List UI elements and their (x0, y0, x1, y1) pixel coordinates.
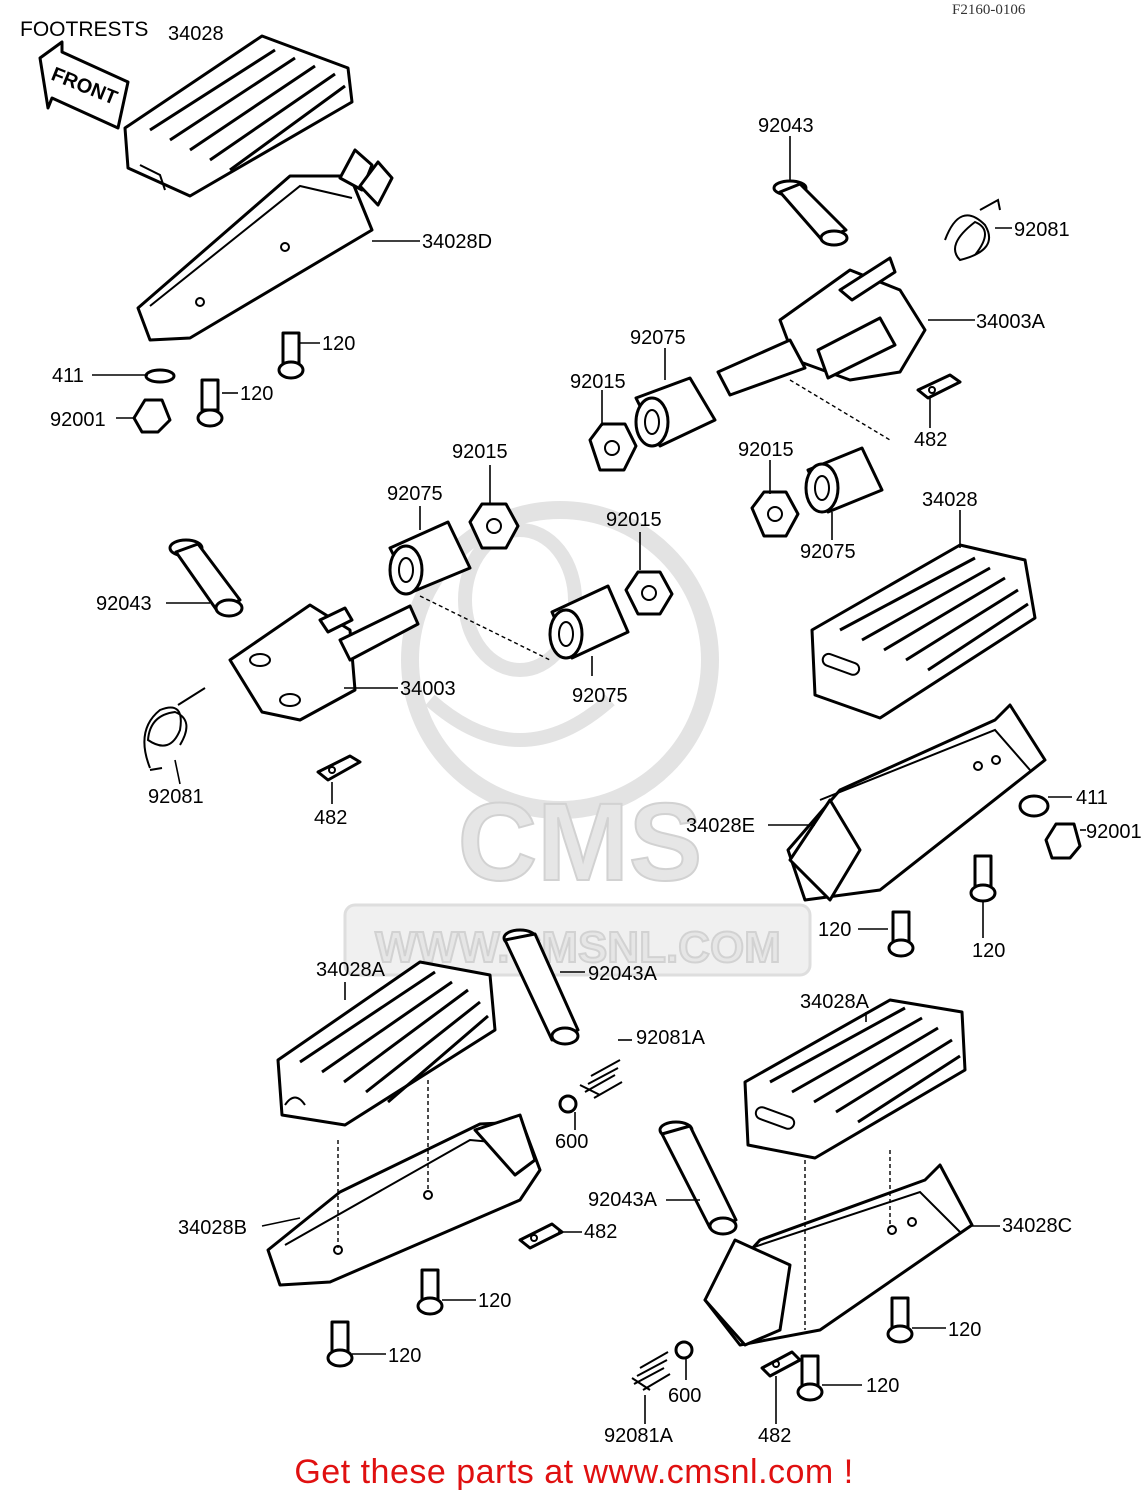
label-120-c: 120 (818, 919, 851, 941)
bolt-120-e (416, 1268, 444, 1316)
washer-411-a (144, 368, 176, 384)
label-120-a: 120 (322, 333, 355, 355)
clip-482-b (316, 754, 362, 782)
label-34028-top: 34028 (168, 23, 224, 45)
washer-411-b (1018, 794, 1050, 818)
nut-92015-c (468, 502, 520, 550)
label-120-f: 120 (388, 1345, 421, 1367)
nut-92015-d (624, 570, 674, 616)
label-92075-c: 92075 (387, 483, 443, 505)
clip-482-d (760, 1350, 802, 1378)
label-34028D: 34028D (422, 231, 492, 253)
spring-92081A-top (579, 1059, 623, 1099)
bushing-92075-c (388, 520, 472, 596)
label-92001-b: 92001 (1086, 821, 1142, 843)
ball-600-b (674, 1340, 694, 1360)
part-34028E-bracket (786, 703, 1047, 902)
label-92081A-bottom: 92081A (604, 1425, 674, 1447)
bolt-120-b (196, 378, 224, 428)
bolt-120-d (969, 854, 997, 903)
part-34028-right-rubber (810, 543, 1037, 720)
label-600-b: 600 (668, 1385, 701, 1407)
label-34003: 34003 (400, 678, 456, 700)
label-92075-a: 92075 (630, 327, 686, 349)
label-92015-a: 92015 (570, 371, 626, 393)
label-92015-d: 92015 (606, 509, 662, 531)
label-92015-c: 92015 (452, 441, 508, 463)
spring-92081-top (944, 198, 1001, 262)
label-34028A-left: 34028A (316, 959, 386, 981)
label-482-b: 482 (314, 807, 347, 829)
ball-600-a (558, 1094, 578, 1114)
part-34028B-bracket (266, 1080, 542, 1287)
nut-92015-a (588, 422, 638, 472)
nut-92001-a (132, 398, 172, 434)
clip-482-c (518, 1222, 564, 1250)
spring-92081A-bottom (631, 1351, 671, 1391)
label-34028-right: 34028 (922, 489, 978, 511)
part-34028A-right-rubber (743, 998, 967, 1160)
pin-92043-top (772, 179, 849, 247)
part-34028C-bracket (703, 1150, 974, 1347)
page-title: FOOTRESTS (20, 18, 148, 41)
label-92075-d: 92075 (572, 685, 628, 707)
label-34028A-right: 34028A (800, 991, 870, 1013)
label-92081-mid: 92081 (148, 786, 204, 808)
label-34028E: 34028E (686, 815, 755, 837)
clip-482-a (916, 373, 962, 400)
label-411-b: 411 (1076, 787, 1108, 809)
part-34028D-bracket (136, 148, 394, 342)
label-34028B: 34028B (178, 1217, 247, 1239)
nut-92015-b (750, 490, 800, 538)
watermark-logo-text: CMS (458, 781, 702, 904)
label-120-d: 120 (972, 940, 1005, 962)
bolt-120-a (277, 331, 305, 380)
label-482-c: 482 (584, 1221, 617, 1243)
label-120-b: 120 (240, 383, 273, 405)
label-92081A-top: 92081A (636, 1027, 706, 1049)
watermark-logo: CMS WWW.CMSNL.COM (343, 501, 812, 977)
label-120-h: 120 (866, 1375, 899, 1397)
label-600-a: 600 (555, 1131, 588, 1153)
label-92043A-top: 92043A (588, 963, 658, 985)
part-labels: 34028 34028D 120 120 411 92001 92043 920… (50, 23, 1142, 1447)
spring-92081-mid (143, 687, 206, 771)
shop-link-banner[interactable]: Get these parts at www.cmsnl.com ! (294, 1453, 854, 1491)
label-411-a: 411 (52, 365, 84, 387)
label-482-d: 482 (758, 1425, 791, 1447)
label-482-a: 482 (914, 429, 947, 451)
watermark-url-text: WWW.CMSNL.COM (375, 923, 781, 972)
diagram-code: F2160-0106 (952, 2, 1026, 18)
pin-92043A-top (502, 928, 580, 1046)
label-120-e: 120 (478, 1290, 511, 1312)
label-34028C: 34028C (1002, 1215, 1072, 1237)
label-92001-a: 92001 (50, 409, 106, 431)
label-120-g: 120 (948, 1319, 981, 1341)
part-34028A-left-rubber (276, 960, 497, 1127)
label-34003A: 34003A (976, 311, 1046, 333)
bushing-92075-a (634, 376, 717, 448)
bushing-92075-b (804, 446, 884, 514)
pin-92043A-bottom (658, 1120, 738, 1236)
nut-92001-b (1044, 822, 1082, 860)
label-92075-b: 92075 (800, 541, 856, 563)
pin-92043-mid (168, 538, 244, 618)
label-92043-top: 92043 (758, 115, 814, 137)
bolt-120-g (886, 1296, 914, 1344)
label-92015-b: 92015 (738, 439, 794, 461)
bolt-120-h (796, 1354, 824, 1402)
leader-lines (92, 136, 1086, 1424)
label-92043-mid: 92043 (96, 593, 152, 615)
footpeg-34003A (716, 256, 927, 441)
front-arrow-icon: FRONT (38, 40, 130, 130)
bolt-120-f (326, 1320, 354, 1368)
bolt-120-c (887, 910, 915, 958)
label-92081-top: 92081 (1014, 219, 1070, 241)
bushing-92075-d (419, 584, 630, 661)
footpeg-34003 (228, 603, 420, 722)
part-34028-top-rubber (123, 34, 354, 198)
label-92043A-bottom: 92043A (588, 1189, 658, 1211)
